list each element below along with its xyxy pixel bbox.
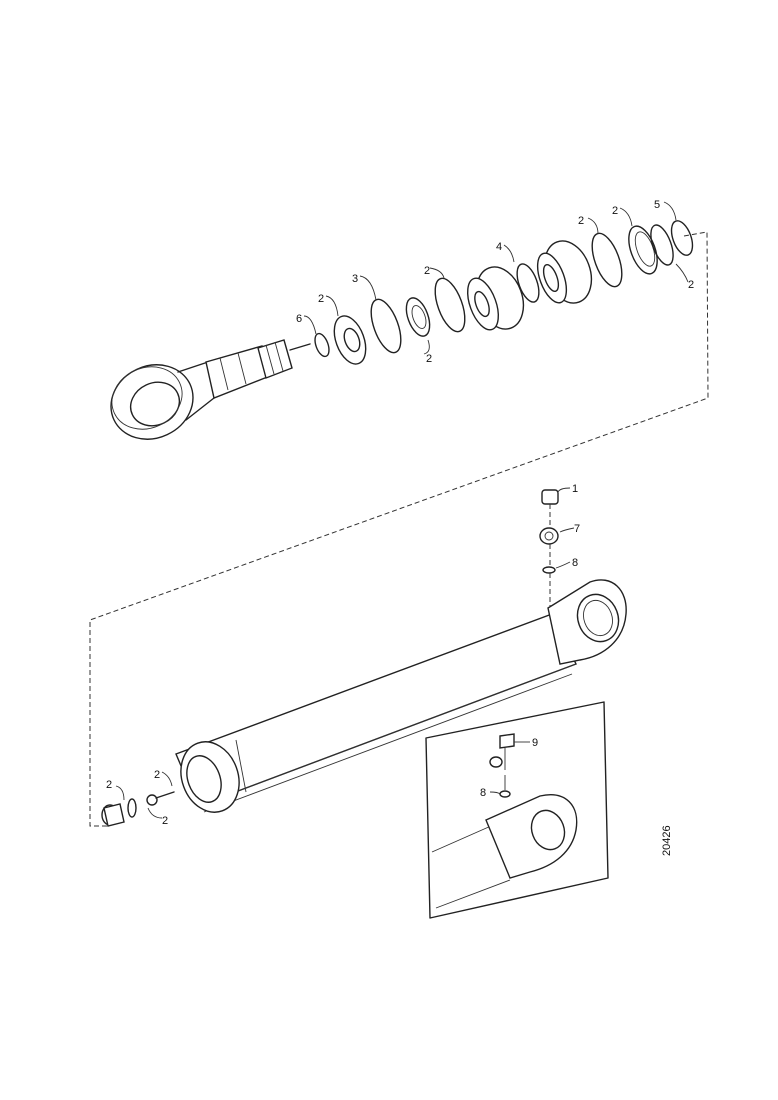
cylinder-eye	[547, 579, 627, 665]
callout-2: 2	[424, 265, 430, 277]
callout-labels: 6 2 3 2 2 4 2 2 5 2 1 7 8 2 2 2 9 8	[106, 199, 694, 827]
callout-3: 3	[352, 273, 358, 285]
ring-2-outer	[591, 232, 623, 288]
ring-3	[370, 298, 402, 354]
ring-2-large	[434, 277, 466, 333]
callout-2: 2	[154, 769, 160, 781]
ring-4	[516, 263, 540, 303]
piston-guide	[536, 240, 593, 304]
callout-2: 2	[426, 353, 432, 365]
piston-rod-assembly	[110, 220, 694, 440]
assembly-line	[89, 231, 709, 827]
rod-shaft	[205, 339, 311, 399]
callout-2: 2	[106, 779, 112, 791]
drawing-number: 20426	[661, 825, 673, 856]
ring-2-end	[650, 224, 674, 266]
rod-eye	[110, 361, 215, 440]
piston-ring-part	[333, 315, 367, 365]
callout-8: 8	[480, 787, 486, 799]
ring-5	[670, 220, 694, 256]
callout-4: 4	[496, 241, 502, 253]
callout-5: 5	[654, 199, 660, 211]
piston	[466, 266, 525, 331]
callout-1: 1	[572, 483, 578, 495]
callout-6: 6	[296, 313, 302, 325]
callout-2: 2	[162, 815, 168, 827]
leader-lines	[115, 201, 689, 819]
callout-9: 9	[532, 737, 538, 749]
seal-ring	[628, 225, 658, 275]
callout-7: 7	[574, 523, 580, 535]
cylinder-barrel	[101, 489, 627, 827]
grease-nipple-assembly	[539, 489, 559, 606]
washer-6	[314, 332, 330, 358]
inset-detail	[425, 701, 609, 919]
callout-2: 2	[578, 215, 584, 227]
callout-2: 2	[318, 293, 324, 305]
ring-2-small	[405, 297, 431, 337]
callout-2: 2	[612, 205, 618, 217]
end-fittings	[101, 791, 175, 827]
callout-2: 2	[688, 279, 694, 291]
callout-8: 8	[572, 557, 578, 569]
